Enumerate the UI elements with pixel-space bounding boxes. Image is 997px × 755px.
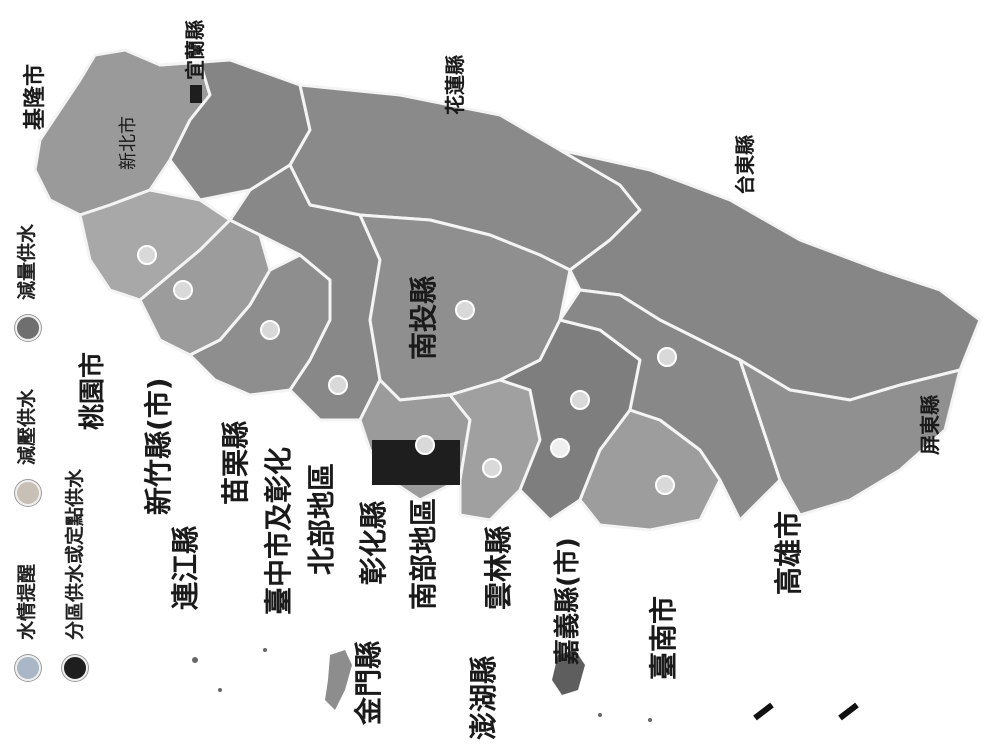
marker-hsinchu bbox=[173, 280, 193, 300]
label-changhua-1: 彰化縣 bbox=[357, 500, 390, 585]
label-taichung-2: 北部地區 bbox=[305, 462, 338, 575]
island-penghu bbox=[552, 650, 585, 695]
legend-dot-reduced-supply bbox=[15, 315, 41, 341]
marker-chiayi bbox=[570, 390, 590, 410]
label-keelung: 基隆市 bbox=[23, 63, 48, 130]
legend-dot-water-alert bbox=[15, 655, 41, 681]
legend-dot-zonal-supply bbox=[62, 655, 88, 681]
label-pingtung: 屏東縣 bbox=[918, 395, 942, 455]
yilan-zonal-patch bbox=[190, 85, 202, 103]
marker-taichung bbox=[328, 375, 348, 395]
island-kinmen bbox=[325, 650, 352, 710]
island-speck-4 bbox=[648, 718, 652, 722]
label-lienchiang: 連江縣 bbox=[169, 525, 202, 610]
island-speck-3 bbox=[598, 713, 602, 717]
marker-nantou bbox=[455, 300, 475, 320]
tick-mark-2 bbox=[838, 702, 859, 721]
legend-reduced-pressure: 減壓供水 bbox=[16, 388, 38, 465]
label-taichung-1: 臺中市及彰化 bbox=[262, 446, 295, 615]
marker-kaohsiung bbox=[657, 347, 677, 367]
legend-reduced-supply: 減量供水 bbox=[16, 223, 38, 300]
label-yilan: 宜蘭縣 bbox=[183, 20, 207, 80]
label-kaohsiung: 高雄市 bbox=[772, 510, 805, 595]
label-penghu: 澎湖縣 bbox=[467, 655, 500, 740]
marker-miaoli bbox=[260, 320, 280, 340]
supply-markers bbox=[137, 245, 677, 495]
label-taoyuan: 桃園市 bbox=[78, 351, 108, 430]
label-new-taipei: 新北市 bbox=[118, 116, 139, 170]
island-speck-2 bbox=[218, 688, 222, 692]
region-pingtung bbox=[738, 358, 962, 517]
legend-water-alert: 水情提醒 bbox=[16, 563, 38, 640]
label-nantou: 南投縣 bbox=[407, 275, 440, 360]
legend-dot-reduced-pressure bbox=[15, 480, 41, 506]
region-yilan bbox=[158, 58, 312, 202]
legend-zonal-supply: 分區供水或定點供水 bbox=[64, 468, 86, 640]
region-yunlin bbox=[448, 378, 542, 522]
label-chiayi: 嘉義縣(市) bbox=[553, 537, 583, 665]
label-changhua-2: 南部地區 bbox=[407, 497, 440, 610]
island-speck-1 bbox=[263, 648, 267, 652]
label-miaoli: 苗栗縣 bbox=[219, 420, 252, 505]
island-lienchiang bbox=[192, 657, 198, 663]
label-yunlin: 雲林縣 bbox=[482, 525, 515, 610]
marker-tainan bbox=[655, 475, 675, 495]
marker-yunlin bbox=[482, 458, 502, 478]
marker-chiayi-city bbox=[550, 438, 570, 458]
region-kaohsiung bbox=[558, 288, 782, 522]
marker-taoyuan bbox=[137, 245, 157, 265]
marker-changhua bbox=[415, 435, 435, 455]
label-tainan: 臺南市 bbox=[647, 595, 680, 680]
label-hsinchu: 新竹縣(市) bbox=[142, 377, 175, 515]
label-kinmen: 金門縣 bbox=[352, 640, 385, 725]
label-hualien: 花蓮縣 bbox=[443, 55, 467, 115]
label-taitung: 台東縣 bbox=[733, 135, 757, 195]
tick-mark-1 bbox=[753, 702, 774, 721]
